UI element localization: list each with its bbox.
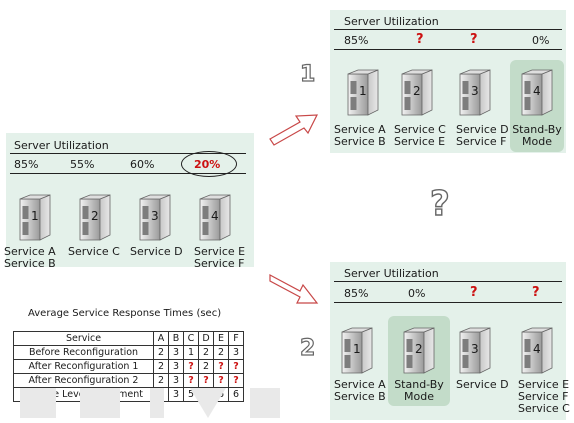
undecided-question-mark: ? — [429, 183, 450, 224]
current-title-divider — [10, 153, 246, 154]
server-number: 3 — [151, 209, 159, 223]
current-util-server-3: 60% — [130, 158, 155, 171]
server-services-label: Service A Service B — [334, 123, 386, 148]
low-utilization-highlight-ring — [181, 151, 237, 177]
table-header-cell: A — [153, 331, 169, 346]
server-number: 1 — [31, 209, 39, 223]
current-util-server-2: 55% — [70, 158, 95, 171]
option-1-title-divider — [334, 29, 562, 30]
option-2-util-divider — [334, 302, 562, 303]
current-util-server-1: 85% — [14, 158, 39, 171]
table-cell: ? — [183, 359, 199, 374]
option-1-panel: Server Utilization 85% ? ? 0% 1 2 3 4 Se… — [330, 10, 566, 153]
table-cell: ? — [228, 359, 244, 374]
standby-mode-label: Stand-By Mode — [394, 378, 444, 403]
server-services-label: Service E Service F — [194, 245, 246, 270]
table-cell: 2 — [153, 345, 169, 360]
watermark-graphic — [20, 388, 280, 418]
server-number: 4 — [533, 84, 541, 98]
option-2-marker: 2 — [299, 335, 316, 361]
table-cell: 3 — [228, 345, 244, 360]
option-2-title-divider — [334, 281, 562, 282]
table-row: Before Reconfiguration 2 3 1 2 2 3 — [13, 345, 244, 360]
table-cell: 3 — [168, 359, 184, 374]
table-cell: 2 — [198, 359, 214, 374]
server-number: 3 — [471, 342, 479, 356]
server-services-label: Service D Service F — [456, 123, 509, 148]
server-number: 3 — [471, 84, 479, 98]
server-services-label: Service D — [130, 245, 183, 258]
server-number: 2 — [91, 209, 99, 223]
server-services-label: Service C Service E — [394, 123, 446, 148]
current-util-divider — [10, 173, 246, 174]
server-services-label: Service A Service B — [334, 378, 386, 403]
server-number: 1 — [353, 342, 361, 356]
server-number: 4 — [533, 342, 541, 356]
table-row-label: Before Reconfiguration — [13, 345, 154, 360]
table-header-row: Service A B C D E F — [13, 331, 244, 346]
table-header-cell: C — [183, 331, 199, 346]
server-number: 1 — [359, 84, 367, 98]
server-services-label: Service A Service B — [4, 245, 56, 270]
server-number: 4 — [211, 209, 219, 223]
table-header-cell: E — [213, 331, 229, 346]
server-services-label: Service C — [68, 245, 120, 258]
option-2-util-server-2: 0% — [408, 287, 426, 300]
option-2-panel: Server Utilization 85% 0% ? ? 1 2 3 4 Se… — [330, 262, 570, 420]
arrow-to-option-2 — [269, 274, 319, 304]
option-1-title: Server Utilization — [344, 15, 439, 28]
option-1-util-server-4: 0% — [532, 34, 550, 47]
table-cell: 3 — [168, 345, 184, 360]
table-row: After Reconfiguration 1 2 3 ? 2 ? ? — [13, 359, 244, 374]
table-cell: 2 — [153, 359, 169, 374]
table-cell: 2 — [213, 345, 229, 360]
current-state-panel: Server Utilization 85% 55% 60% 20% 1 2 3… — [4, 133, 254, 270]
server-services-label: Service E Service F Service C — [518, 378, 570, 415]
table-cell: 6 — [228, 387, 244, 402]
option-2-util-server-4: ? — [532, 285, 540, 300]
option-2-title: Server Utilization — [344, 267, 439, 280]
server-services-label: Service D — [456, 378, 509, 391]
option-1-util-server-1: 85% — [344, 34, 369, 47]
standby-mode-label: Stand-By Mode — [512, 123, 562, 148]
arrow-to-option-1 — [269, 114, 318, 146]
option-1-util-divider — [334, 49, 562, 50]
server-number: 2 — [415, 342, 423, 356]
table-cell: ? — [228, 373, 244, 388]
table-header-cell: F — [228, 331, 244, 346]
option-1-util-server-2: ? — [416, 32, 424, 47]
current-panel-title: Server Utilization — [14, 139, 109, 152]
table-header-cell: B — [168, 331, 184, 346]
option-2-util-server-3: ? — [470, 285, 478, 300]
server-number: 2 — [413, 84, 421, 98]
option-2-util-server-1: 85% — [344, 287, 369, 300]
table-cell: 2 — [198, 345, 214, 360]
table-row-label: After Reconfiguration 1 — [13, 359, 154, 374]
table-cell: 3 — [168, 387, 184, 402]
response-table-title: Average Service Response Times (sec) — [28, 308, 222, 319]
table-cell: ? — [213, 359, 229, 374]
option-1-marker: 1 — [299, 61, 316, 87]
option-1-util-server-3: ? — [470, 32, 478, 47]
table-cell: 1 — [183, 345, 199, 360]
table-header-cell: D — [198, 331, 214, 346]
table-header-cell: Service — [13, 331, 154, 346]
